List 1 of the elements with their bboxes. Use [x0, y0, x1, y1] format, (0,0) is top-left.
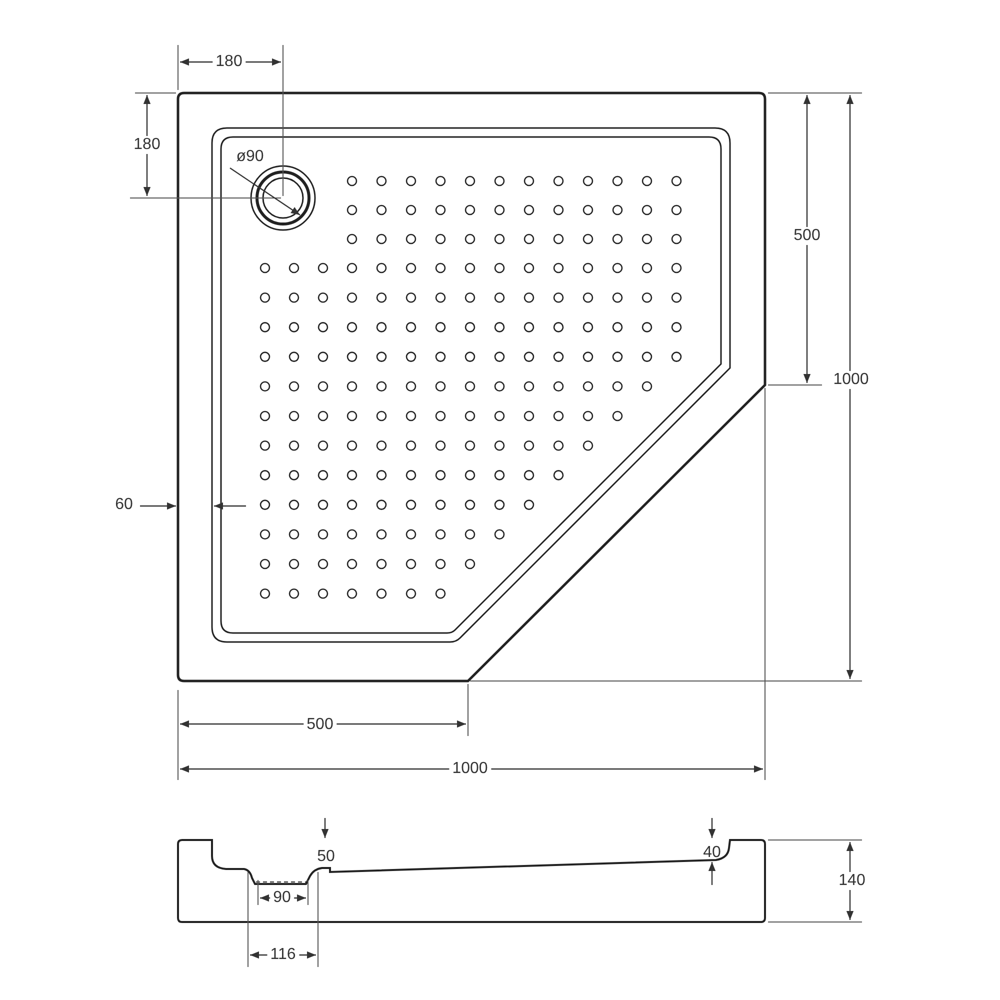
dimension-label: 40 [702, 844, 722, 862]
